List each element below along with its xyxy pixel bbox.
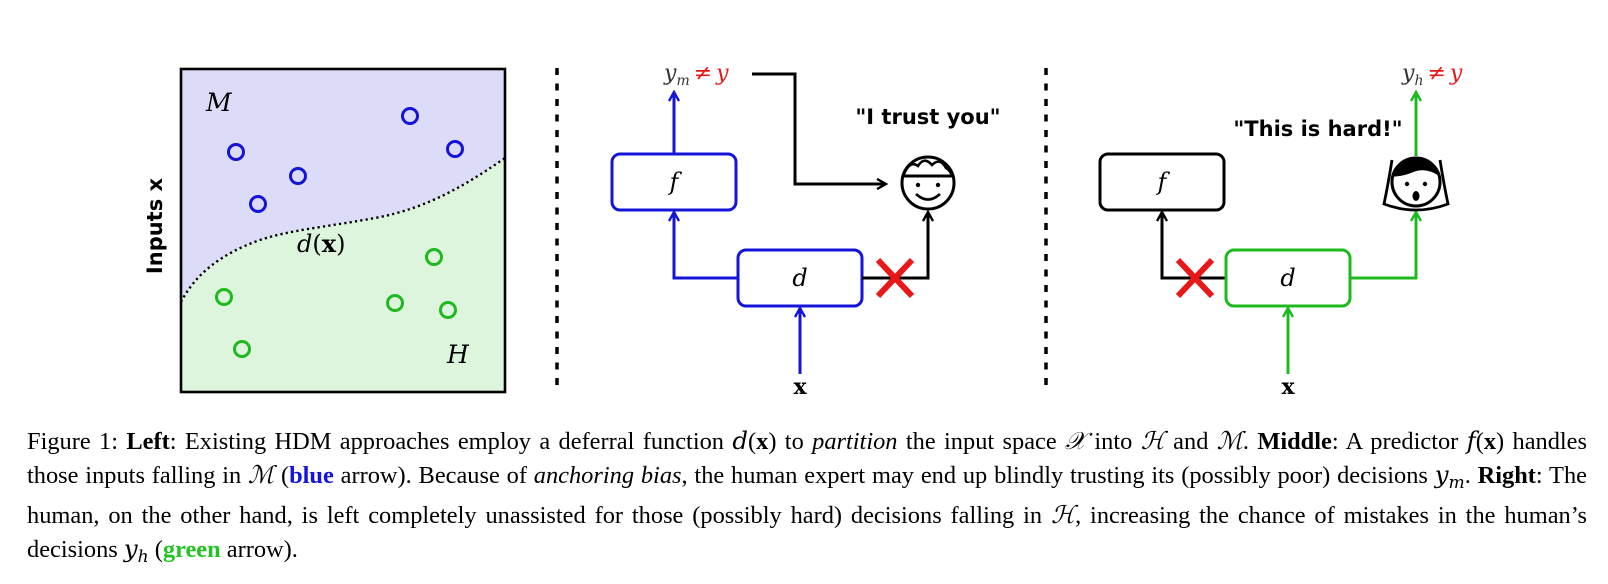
blocked-cross-icon	[875, 257, 915, 299]
caption-text: to	[776, 428, 813, 455]
smiling-human-icon	[900, 155, 956, 211]
caption-text: , the human expert may end up blindly tr…	[681, 461, 1435, 489]
blocked-cross-icon	[1175, 257, 1215, 299]
caption-text: arrow).	[220, 535, 298, 563]
middle-panel: ym≠y f d x "I trust you"	[610, 61, 1001, 400]
human-point	[233, 340, 251, 358]
left-panel: Inputs x M H d(x)	[143, 67, 507, 394]
model-point	[446, 140, 464, 158]
human-point	[439, 301, 457, 319]
math-f: f	[1466, 426, 1476, 455]
caption-partition: partition	[812, 428, 898, 455]
human-point	[386, 294, 404, 312]
math-d: d	[732, 426, 748, 455]
math-model-set: ℳ	[248, 459, 275, 489]
deferral-to-human-arrow	[1350, 212, 1416, 280]
human-point	[425, 248, 443, 266]
caption-left-head: Left	[126, 428, 170, 455]
model-point	[401, 107, 419, 125]
math-human-set: ℋ	[1140, 426, 1165, 455]
region-model-label: M	[205, 88, 233, 117]
figure-caption: Figure 1: Left: Existing HDM approaches …	[27, 426, 1588, 567]
caption-middle-head: Middle	[1257, 428, 1332, 455]
caption-right-head: Right	[1477, 461, 1536, 489]
caption-text: .	[1464, 461, 1478, 489]
math-sub-m: m	[1448, 472, 1465, 493]
caption-green-word: green	[162, 535, 221, 563]
human-point	[215, 288, 233, 306]
decision-boundary	[179, 157, 506, 303]
deferral-to-predictor-arrow	[674, 212, 738, 280]
math-x: x	[1483, 428, 1497, 455]
caption-text: arrow). Because of	[333, 461, 534, 489]
caption-text: into	[1086, 428, 1141, 455]
input-space-frame	[179, 67, 507, 394]
caption-text: , increasing the chance of mistakes in t…	[27, 502, 1588, 563]
math-y: y	[123, 533, 138, 563]
caption-blue-word: blue	[289, 461, 334, 489]
math-input-space: 𝒳	[1065, 426, 1087, 455]
deferral-label: d	[1280, 264, 1295, 292]
caption-text: and	[1164, 428, 1217, 455]
model-points	[227, 107, 464, 213]
input-label: x	[1281, 374, 1295, 400]
model-region	[181, 69, 505, 302]
speech-trust: "I trust you"	[855, 105, 1000, 129]
human-points	[215, 248, 457, 358]
caption-anchoring-bias: anchoring bias	[533, 461, 682, 489]
math-human-set: ℋ	[1050, 500, 1076, 530]
caption-text: .	[1242, 428, 1258, 455]
math-model-set: ℳ	[1216, 426, 1243, 455]
prediction-to-human-arrow	[752, 72, 886, 184]
math-y: y	[1434, 459, 1449, 489]
model-point	[289, 167, 307, 185]
caption-text: (	[148, 535, 163, 563]
caption-text: the input space	[897, 428, 1066, 455]
figure-number: Figure 1:	[27, 428, 119, 455]
region-human-label: H	[446, 340, 470, 369]
caption-text: (	[274, 461, 290, 489]
figure-1-diagram: Inputs x M H d(x)	[143, 61, 1463, 400]
model-point	[249, 195, 267, 213]
deferral-label: d	[792, 264, 807, 292]
caption-text: : A predictor	[1331, 428, 1467, 455]
human-output-label: yh≠y	[1401, 61, 1463, 89]
caption-text: handles those inputs falling in	[27, 428, 1588, 489]
math-x: x	[756, 428, 769, 455]
model-output-label: ym≠y	[663, 61, 729, 89]
surprised-human-icon	[1382, 156, 1450, 212]
caption-text: : The human, on the other hand, is left …	[27, 461, 1587, 530]
deferral-to-predictor-arrow	[1162, 212, 1226, 280]
input-label: x	[793, 374, 807, 400]
math-sub-h: h	[137, 546, 149, 567]
right-panel: f d x yh≠y "This is hard!"	[1098, 61, 1463, 400]
model-point	[227, 143, 245, 161]
speech-hard: "This is hard!"	[1233, 117, 1402, 141]
human-region	[181, 158, 505, 392]
y-axis-label: Inputs x	[143, 177, 167, 274]
caption-text: : Existing HDM approaches employ a defer…	[169, 428, 733, 455]
boundary-label: d(x)	[297, 229, 345, 258]
deferral-to-human-arrow	[862, 212, 928, 280]
